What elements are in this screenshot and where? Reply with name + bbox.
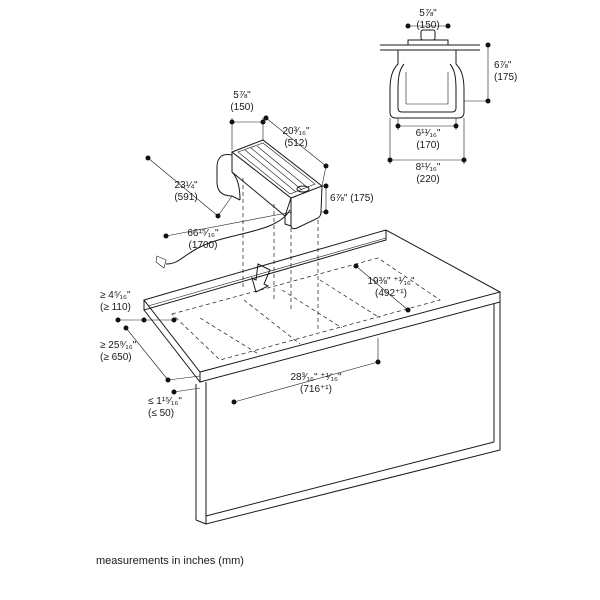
dim-top-inner: 6¹¹⁄₁₆" (170) <box>415 128 441 151</box>
dim-edge-front: ≤ 1¹⁵⁄₁₆" (≤ 50) <box>148 396 182 419</box>
dim-top-width: 5⅞" (150) <box>416 8 440 31</box>
dim-counter-depth: ≥ 25⁹⁄₁₆" (≥ 650) <box>100 340 137 363</box>
dim-edge-back: ≥ 4⁵⁄₁₆" (≥ 110) <box>100 290 131 313</box>
dim-top-height: 6⅞" (175) <box>494 60 518 83</box>
dim-cutout-width: 28³⁄₁₆" ⁺¹⁄₁₆" (716⁺¹) <box>290 372 342 395</box>
dim-unit-width: 5⅞" (150) <box>230 90 254 113</box>
dim-unit-height: 6⅞" (175) <box>330 193 374 204</box>
dim-unit-length: 20³⁄₁₆" (512) <box>282 126 310 149</box>
dim-cutout-length: 19⅜" ⁺¹⁄₁₆" (492⁺¹) <box>367 276 415 299</box>
measurement-caption: measurements in inches (mm) <box>96 555 244 567</box>
dim-top-outer: 8¹¹⁄₁₆" (220) <box>415 162 441 185</box>
insertion-arrow <box>251 263 271 293</box>
appliance-unit <box>145 115 329 330</box>
countertop-cabinet <box>115 229 502 525</box>
cross-section-view <box>380 23 491 164</box>
dim-cable-length: 66¹⁵⁄₁₆" (1700) <box>187 228 219 251</box>
dim-unit-depth: 23¼" (591) <box>174 180 198 203</box>
